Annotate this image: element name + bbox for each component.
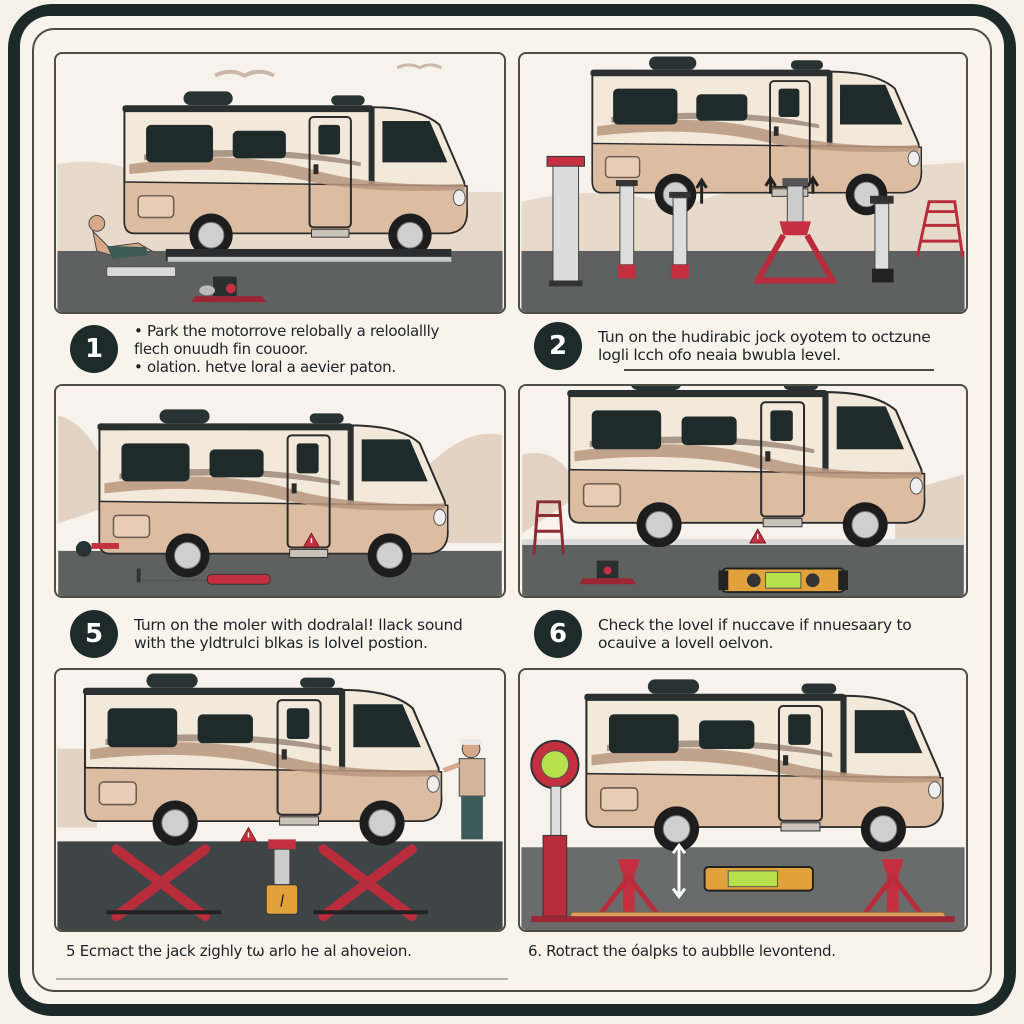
bubble-level-icon	[703, 865, 814, 892]
rv-motorhome-icon	[96, 408, 449, 579]
person-icon	[442, 738, 486, 840]
up-arrow-icon	[806, 175, 820, 194]
person-icon	[88, 215, 154, 259]
bubble-level-icon	[530, 739, 580, 917]
floor-jack-icon	[579, 560, 637, 585]
jack-stand-icon	[870, 195, 894, 283]
rv-level-illustration	[522, 386, 964, 596]
bubble-level-icon	[718, 567, 848, 594]
bottom-right-caption: 6. Rotract the óalpks to aubblle levonte…	[528, 942, 836, 960]
bird-icon	[214, 69, 276, 78]
jack-stand-icon	[615, 180, 638, 279]
jack-stand-icon	[669, 191, 691, 279]
wood-block	[106, 266, 177, 278]
bottom-left-caption: 5 Ecmact the jack zighly tω arlo he al a…	[66, 942, 412, 960]
card-border	[32, 28, 992, 992]
jack-stand-icon	[598, 859, 660, 916]
step-5-text: Turn on the moler with dodralal! llack s…	[134, 616, 463, 652]
rv-motorhome-icon	[589, 55, 923, 217]
rv-motorhome-icon	[566, 386, 926, 549]
step-2-illustration	[518, 52, 968, 314]
step-6-badge: 6	[534, 610, 582, 658]
step-6-text: Check the lovel if nuccave if nnuesaary …	[598, 616, 912, 652]
rv-motorhome-icon	[583, 678, 944, 853]
rv-parked-illustration	[57, 54, 503, 312]
step-5-illustration	[54, 384, 506, 598]
scissor-jack-icon	[318, 844, 417, 922]
svg-text:l: l	[280, 891, 285, 910]
rv-tilted-illustration	[58, 386, 502, 596]
bird-icon	[396, 63, 443, 70]
jack-stand-icon	[546, 155, 585, 287]
rv-jack-stands-level-illustration	[521, 670, 965, 930]
scissor-jack-icon	[111, 844, 211, 922]
ramp	[165, 248, 452, 261]
floor-jack-icon	[191, 276, 267, 303]
jack-stand-icon	[862, 859, 924, 916]
rv-motorhome-icon	[121, 90, 469, 258]
ground	[58, 550, 502, 596]
up-arrow-icon	[695, 177, 708, 204]
ground	[521, 250, 965, 312]
step-1: 1 • Park the motorrove relobally a reloo…	[70, 322, 439, 376]
hydraulic-jack-icon: l	[265, 839, 299, 915]
bottom-left-illustration: l	[54, 668, 506, 932]
rv-scissor-jacks-illustration: l	[57, 670, 503, 930]
divider	[624, 369, 934, 371]
step-1-text: • Park the motorrove relobally a reloola…	[134, 322, 440, 376]
hydraulic-jack-icon	[752, 178, 838, 284]
double-arrow-icon	[671, 842, 687, 899]
bottom-right-illustration	[518, 668, 968, 932]
step-5-badge: 5	[70, 610, 118, 658]
step-1-illustration	[54, 52, 506, 314]
step-ladder-icon	[532, 500, 565, 555]
step-2: 2 Tun on the hudirabic jock oyotem to oc…	[534, 322, 931, 370]
rv-motorhome-icon	[81, 672, 443, 847]
up-arrow-icon	[764, 175, 777, 194]
step-6-illustration	[518, 384, 968, 598]
step-2-badge: 2	[534, 322, 582, 370]
step-ladder-icon	[915, 200, 965, 258]
step-2-text: Tun on the hudirabic jock oyotem to octz…	[598, 328, 931, 364]
step-6: 6 Check the lovel if nuccave if nnuesaar…	[534, 610, 912, 658]
step-1-badge: 1	[70, 325, 118, 373]
jack-tool-icon	[75, 541, 271, 585]
divider	[56, 978, 508, 980]
step-5: 5 Turn on the moler with dodralal! llack…	[70, 610, 463, 658]
rv-raised-illustration	[521, 54, 965, 312]
